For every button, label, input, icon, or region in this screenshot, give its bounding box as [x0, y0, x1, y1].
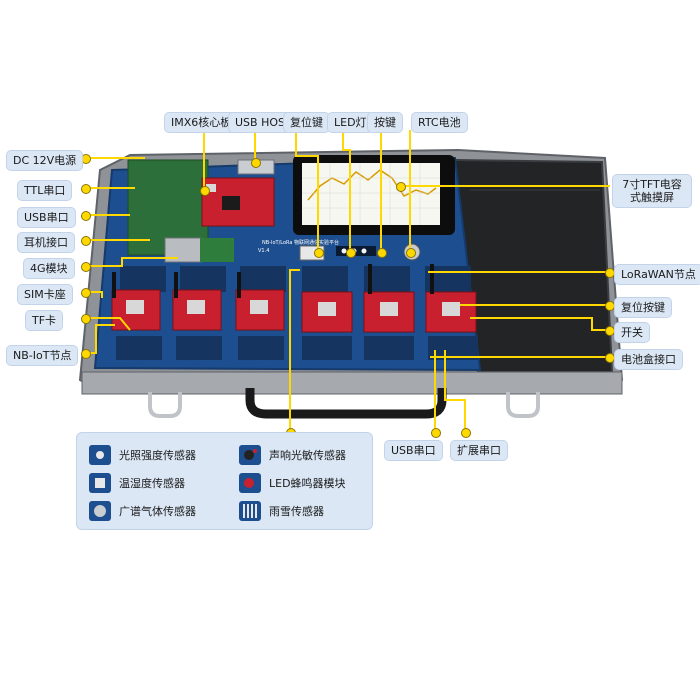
label-rtc-battery: RTC电池 [411, 112, 468, 133]
label-switch: 开关 [614, 322, 650, 343]
case-bottom-rail [81, 371, 623, 395]
leader-dot [81, 288, 91, 298]
label-earphone-jack: 耳机接口 [17, 232, 75, 253]
leader-dot [200, 186, 210, 196]
leader-dot [346, 248, 356, 258]
led-buzzer-module-icon [239, 473, 261, 493]
leader-lines [86, 130, 610, 432]
leader-dot [81, 211, 91, 221]
label-sim-slot: SIM卡座 [17, 284, 73, 305]
sound-light-sensor-icon [239, 445, 261, 465]
legend-item: LED蜂鸣器模块 [239, 473, 346, 493]
leader-dot [251, 158, 261, 168]
tft-screen [302, 163, 440, 225]
label-battery-connector: 电池盒接口 [614, 349, 683, 370]
case-lid-interior [453, 158, 614, 373]
label-4g-module: 4G模块 [23, 258, 75, 279]
leader-dot [81, 349, 91, 359]
legend-item: 声响光敏传感器 [239, 445, 346, 465]
light-sensor-icon [89, 445, 111, 465]
upper-sensor-sockets [120, 266, 471, 292]
label-lorawan-node: LoRaWAN节点 [614, 264, 700, 285]
label-ext-serial: 扩展串口 [450, 440, 508, 461]
antennas [112, 264, 434, 298]
board-version-text: V1.4 [258, 248, 269, 254]
label-ttl-serial: TTL串口 [17, 180, 73, 201]
legend-label: 广谱气体传感器 [119, 505, 196, 518]
label-dc-power: DC 12V电源 [6, 150, 84, 171]
label-tft-line1: 7寸TFT电容 [622, 178, 682, 191]
case-handle [245, 388, 447, 419]
temp-humidity-sensor-icon [89, 473, 111, 493]
leader-dot [81, 184, 91, 194]
leader-dot [461, 428, 471, 438]
leader-dot [81, 314, 91, 324]
leader-dot [406, 248, 416, 258]
gas-sensor-icon [89, 501, 111, 521]
legend-item: 雨雪传感器 [239, 501, 324, 521]
legend-label: LED蜂鸣器模块 [269, 477, 346, 490]
board-title-text: NB-IoT/LoRa 物联网通信实验平台 [262, 239, 339, 246]
legend-label: 光照强度传感器 [119, 449, 196, 462]
label-reset-key: 复位键 [283, 112, 330, 133]
legend-label: 温湿度传感器 [119, 477, 185, 490]
label-led: LED灯 [327, 112, 374, 133]
leader-dot [81, 262, 91, 272]
legend-item: 温湿度传感器 [89, 473, 185, 493]
leader-dot [314, 248, 324, 258]
label-usb-host: USB HOST [228, 112, 299, 133]
label-tf-card: TF卡 [25, 310, 64, 331]
leader-dot [431, 428, 441, 438]
leader-dot [396, 182, 406, 192]
legend-item: 光照强度传感器 [89, 445, 196, 465]
left-latch [148, 392, 182, 418]
leader-dot [81, 236, 91, 246]
leader-dot [377, 248, 387, 258]
label-tft-line2: 式触摸屏 [630, 191, 674, 204]
label-usb-serial-bottom: USB串口 [384, 440, 443, 461]
legend-label: 声响光敏传感器 [269, 449, 346, 462]
label-nbiot-node: NB-IoT节点 [6, 345, 79, 366]
legend-label: 雨雪传感器 [269, 505, 324, 518]
label-key: 按键 [367, 112, 403, 133]
legend-item: 广谱气体传感器 [89, 501, 196, 521]
label-usb-serial-left: USB串口 [17, 207, 76, 228]
label-reset-button: 复位按键 [614, 297, 672, 318]
right-latch [506, 392, 540, 418]
rain-snow-sensor-icon [239, 501, 261, 521]
label-tft-touchscreen: 7寸TFT电容 式触摸屏 [612, 174, 692, 208]
sensor-legend: 光照强度传感器 声响光敏传感器 温湿度传感器 LED蜂鸣器模块 广谱气体传感器 … [76, 432, 373, 530]
